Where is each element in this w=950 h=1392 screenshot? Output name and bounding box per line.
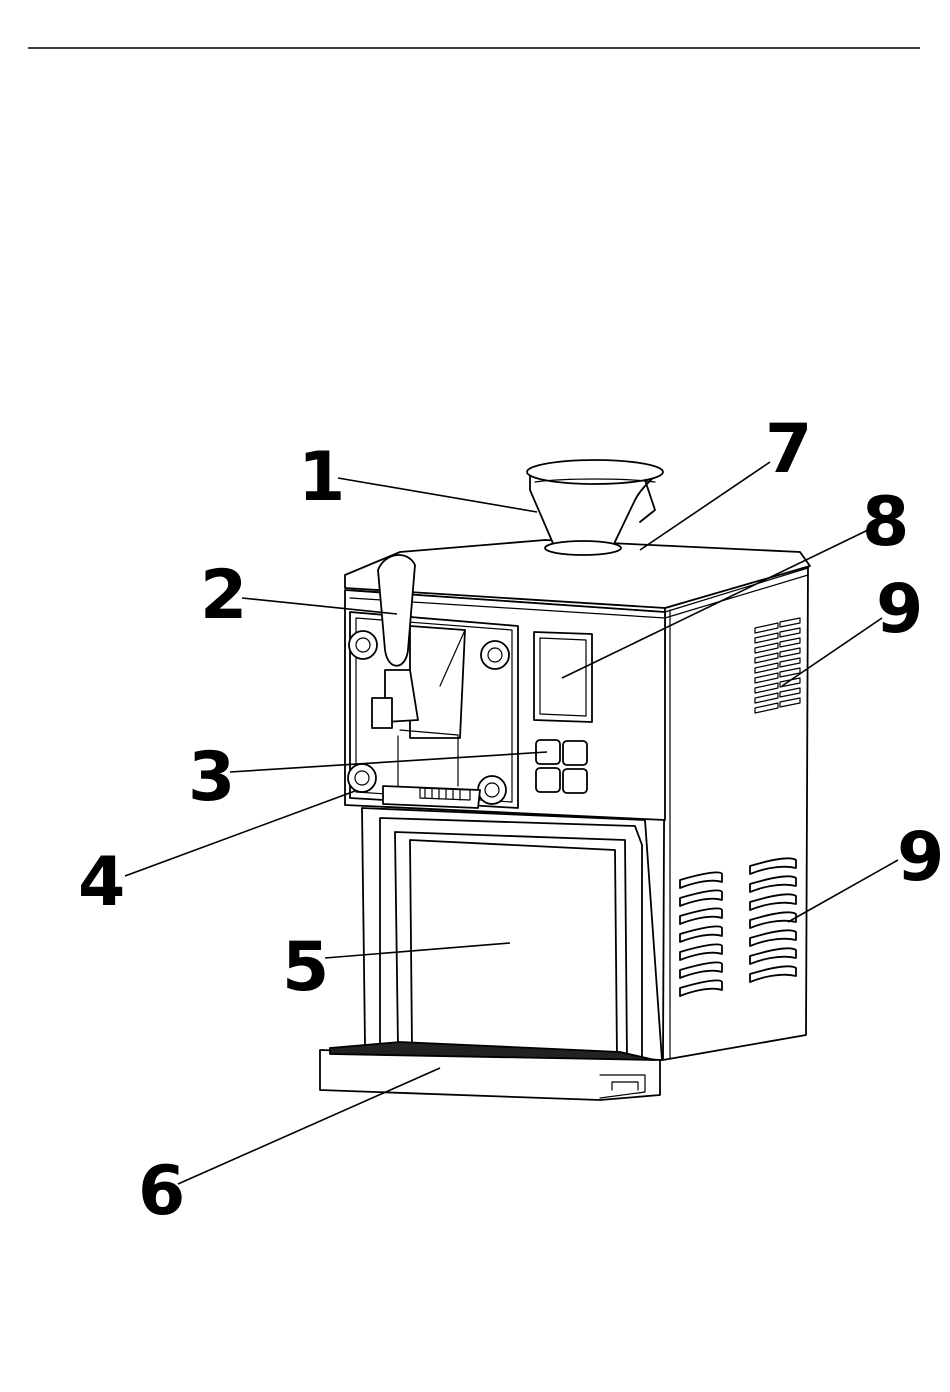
callout-8: 8 — [862, 483, 909, 562]
callout-6: 6 — [138, 1152, 185, 1231]
callout-2: 2 — [200, 556, 247, 635]
drip-tray — [320, 1042, 660, 1100]
leader-4 — [125, 791, 355, 876]
callout-5: 5 — [282, 928, 329, 1007]
machine-illustration — [320, 460, 810, 1100]
leader-1 — [338, 478, 537, 512]
callout-7: 7 — [765, 410, 812, 489]
leader-6 — [178, 1068, 440, 1184]
callout-4: 4 — [78, 843, 125, 922]
callout-3: 3 — [188, 738, 235, 817]
callout-9a: 9 — [876, 570, 923, 649]
callout-9b: 9 — [897, 818, 944, 897]
callout-1: 1 — [298, 438, 345, 517]
